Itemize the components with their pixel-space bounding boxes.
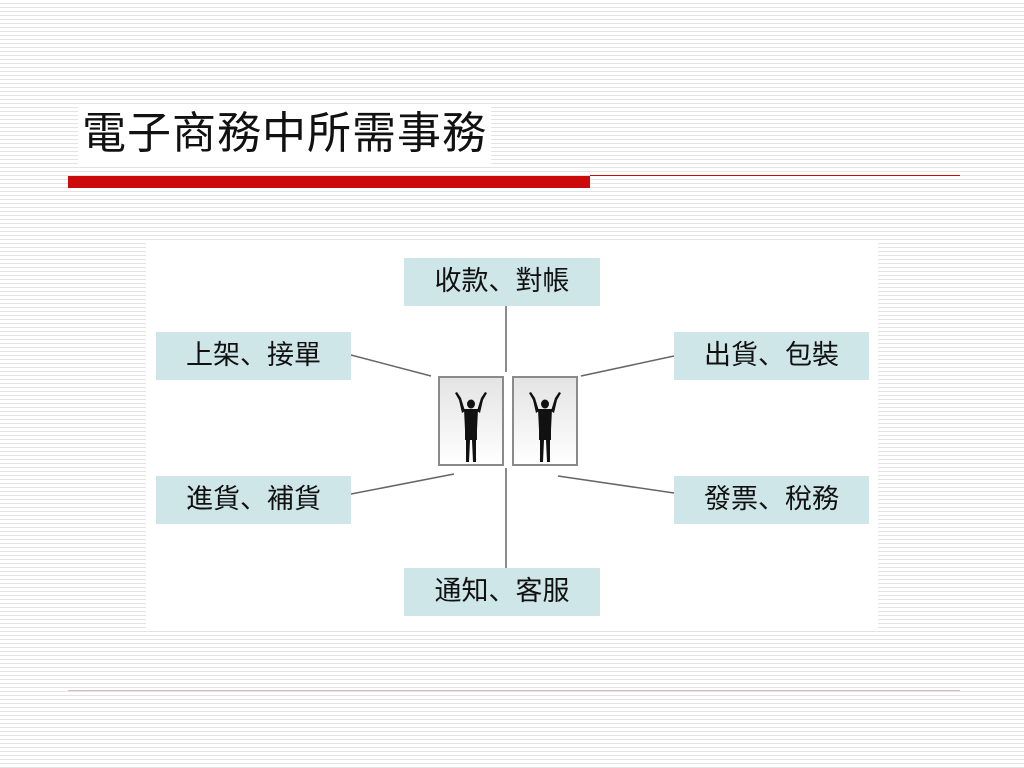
connector-lower-right <box>557 475 675 494</box>
box-lower-left: 進貨、補貨 <box>156 476 351 524</box>
box-top: 收款、對帳 <box>404 258 600 306</box>
person-silhouette-icon <box>455 392 487 462</box>
person-image-right <box>512 376 578 466</box>
title-rule-thin <box>590 175 960 176</box>
box-upper-left: 上架、接單 <box>156 332 351 380</box>
connector-lower-left <box>350 473 455 495</box>
connector-lines <box>350 306 675 568</box>
diagram-panel: 收款、對帳 上架、接單 出貨、包裝 進貨、補貨 發票、稅務 通知、客服 <box>146 240 878 630</box>
box-lower-right: 發票、稅務 <box>674 476 869 524</box>
title-rule-thick <box>68 176 590 188</box>
box-upper-right: 出貨、包裝 <box>674 332 869 380</box>
connector-upper-left <box>350 354 432 377</box>
footer-rule <box>68 690 960 691</box>
person-image-left <box>438 376 504 466</box>
slide-title: 電子商務中所需事務 <box>78 104 491 164</box>
connector-upper-right <box>580 355 675 377</box>
box-bottom: 通知、客服 <box>404 568 600 616</box>
person-silhouette-icon <box>529 392 561 462</box>
